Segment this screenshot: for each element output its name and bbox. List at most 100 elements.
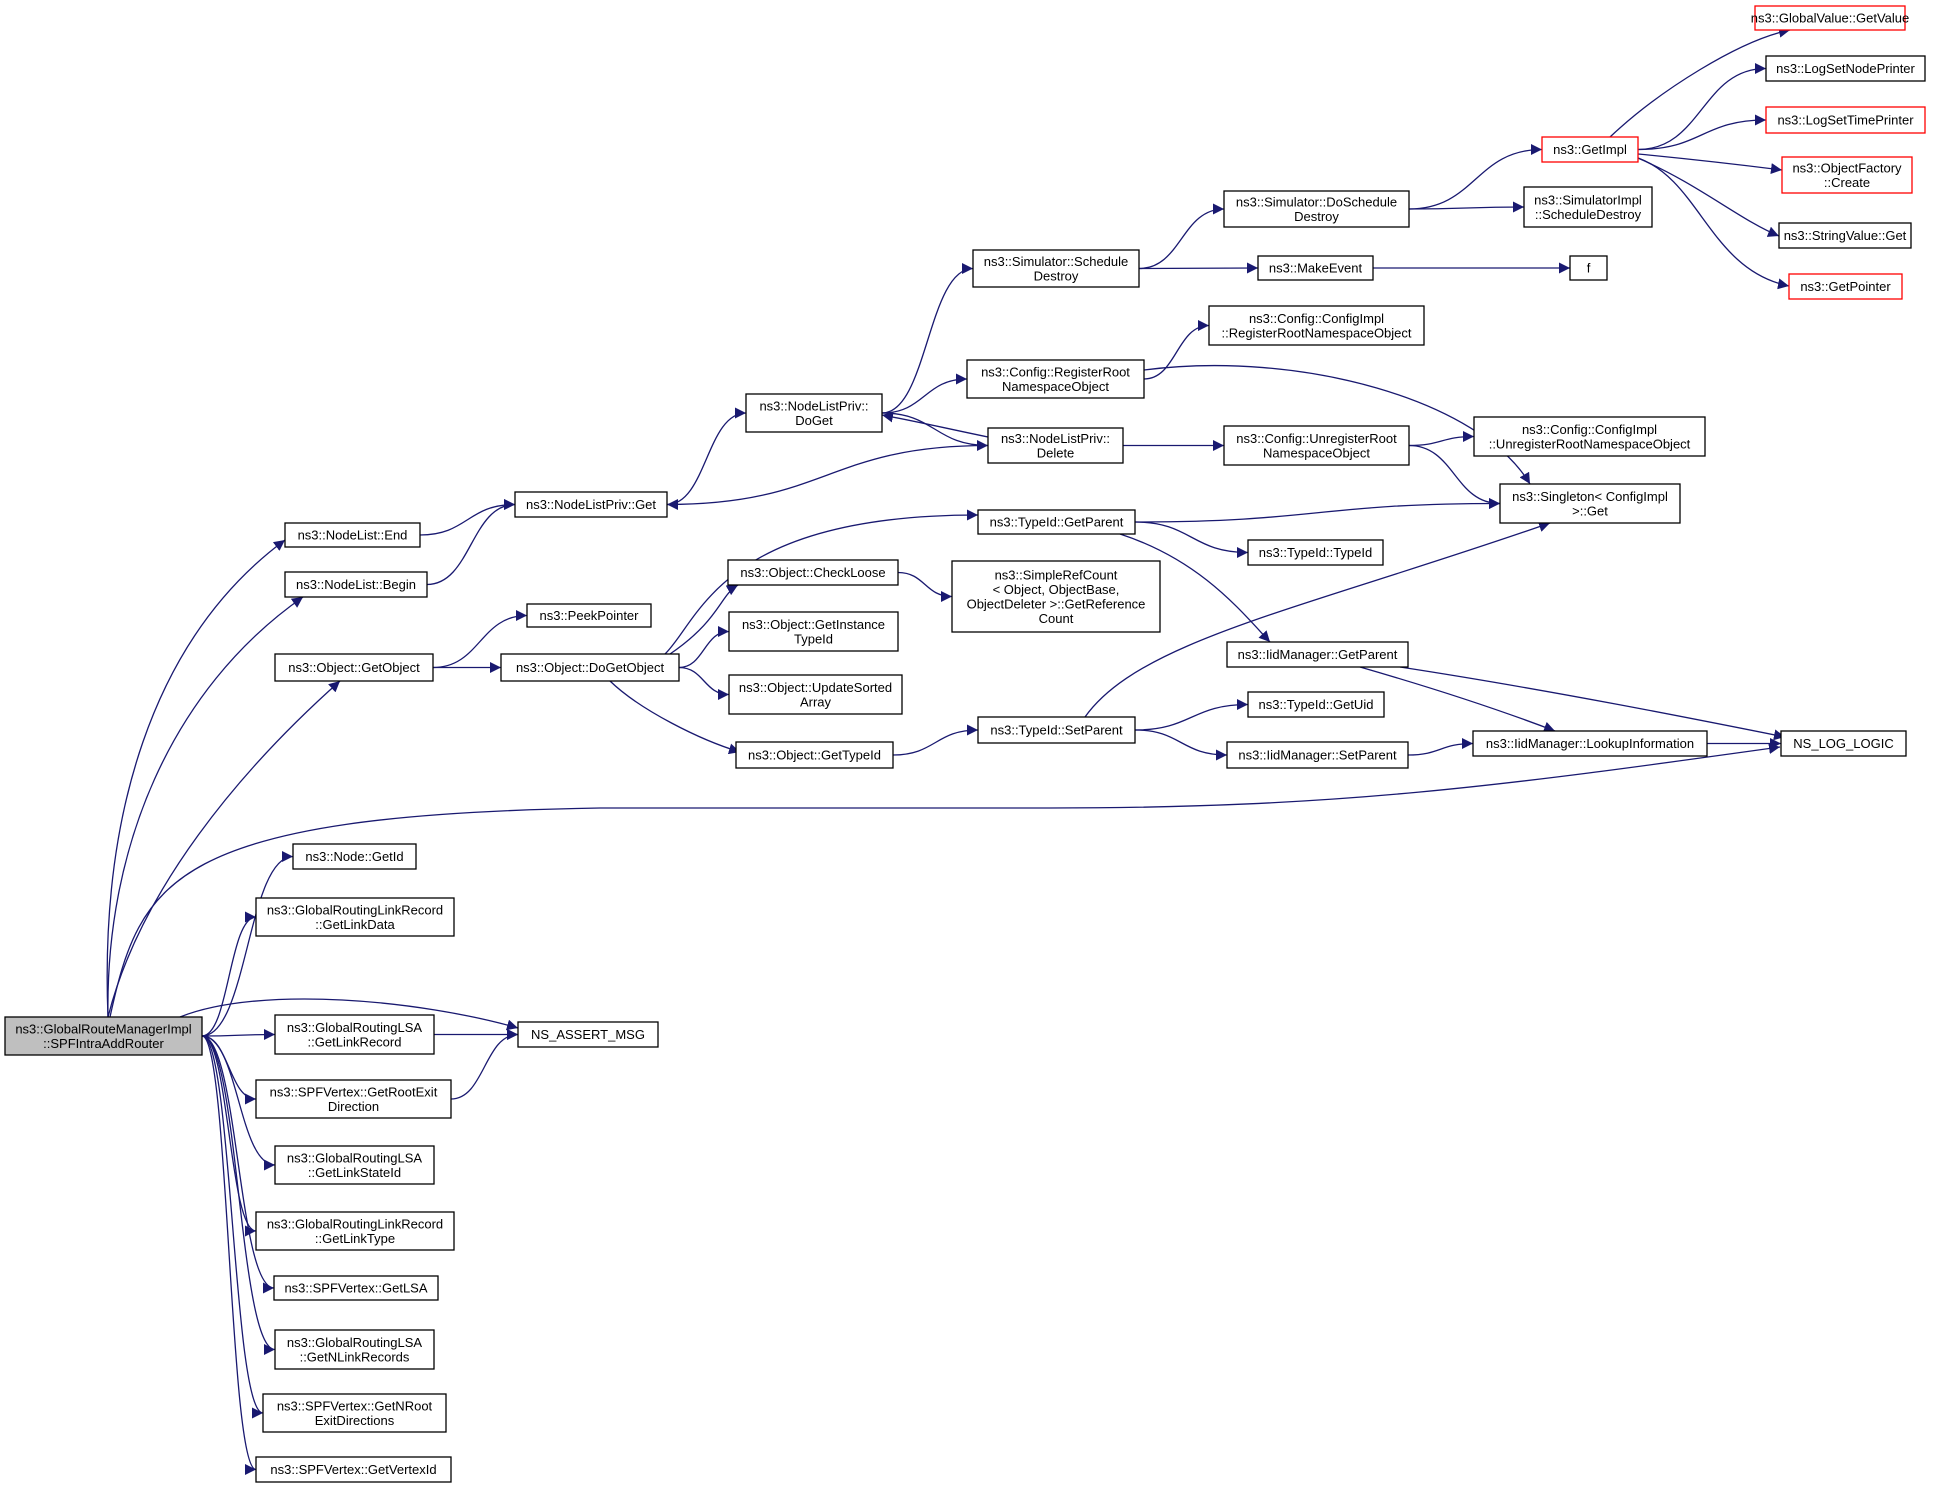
node-lsa-getlinkstateid[interactable]: ns3::GlobalRoutingLSA::GetLinkStateId <box>274 1145 435 1185</box>
edge-line <box>1408 431 1475 447</box>
node-label: ns3::StringValue::Get <box>1784 228 1907 243</box>
edge-line <box>201 1035 275 1294</box>
node-label: ns3::Object::GetInstance <box>742 617 885 632</box>
edge-line <box>201 1029 276 1041</box>
node-ns-assert-msg[interactable]: NS_ASSERT_MSG <box>517 1021 659 1048</box>
edge-root-to-ns_assert_msg <box>179 998 519 1031</box>
node-box <box>514 491 668 518</box>
node-config-unregister[interactable]: ns3::Config::UnregisterRootNamespaceObje… <box>1223 425 1410 466</box>
node-configimpl-register[interactable]: ns3::Config::ConfigImpl::RegisterRootNam… <box>1208 305 1425 346</box>
node-nodelist-begin[interactable]: ns3::NodeList::Begin <box>284 571 428 598</box>
node-singleton-get[interactable]: ns3::Singleton< ConfigImpl>::Get <box>1499 483 1681 524</box>
node-label: ns3::TypeId::SetParent <box>990 723 1123 738</box>
node-typeid-typeid[interactable]: ns3::TypeId::TypeId <box>1247 539 1384 566</box>
node-box <box>728 674 903 715</box>
edge-object_dogetobject-to-object_updatesortedarray <box>678 666 730 700</box>
edge-line <box>1399 666 1786 741</box>
node-object-checkloose[interactable]: ns3::Object::CheckLoose <box>727 559 899 586</box>
node-root[interactable]: ns3::GlobalRouteManagerImpl::SPFIntraAdd… <box>4 1016 203 1056</box>
node-nodelistpriv-get[interactable]: ns3::NodeListPriv::Get <box>514 491 668 518</box>
node-box <box>1223 425 1410 466</box>
node-iidmanager-lookup[interactable]: ns3::IidManager::LookupInformation <box>1472 730 1708 757</box>
node-box <box>951 560 1161 633</box>
node-label: TypeId <box>794 631 833 646</box>
node-nodelist-end[interactable]: ns3::NodeList::End <box>284 522 421 548</box>
node-node-getid[interactable]: ns3::Node::GetId <box>292 843 417 870</box>
node-box <box>977 716 1136 744</box>
node-logsettimeprinter[interactable]: ns3::LogSetTimePrinter <box>1765 106 1926 134</box>
node-configimpl-unregister[interactable]: ns3::Config::ConfigImpl::UnregisterRootN… <box>1473 416 1706 457</box>
node-typeid-setparent[interactable]: ns3::TypeId::SetParent <box>977 716 1136 744</box>
node-nodelistpriv-doget[interactable]: ns3::NodeListPriv::DoGet <box>745 393 883 433</box>
node-iidmanager-setparent[interactable]: ns3::IidManager::SetParent <box>1226 741 1409 769</box>
node-label: ns3::Object::GetObject <box>288 660 420 675</box>
node-spf-getlsa[interactable]: ns3::SPFVertex::GetLSA <box>273 1275 439 1301</box>
node-label: Array <box>800 694 832 709</box>
node-getpointer[interactable]: ns3::GetPointer <box>1788 273 1903 300</box>
edge-iidmanager_setparent-to-iidmanager_lookup <box>1407 738 1474 756</box>
node-simimpl-scheduledestroy[interactable]: ns3::SimulatorImpl::ScheduleDestroy <box>1523 186 1653 228</box>
node-box <box>1473 416 1706 457</box>
node-label: ns3::SPFVertex::GetVertexId <box>270 1462 436 1477</box>
node-label: ns3::Object::GetTypeId <box>748 748 881 763</box>
node-linkrecord-getlinktype[interactable]: ns3::GlobalRoutingLinkRecord::GetLinkTyp… <box>255 1211 455 1251</box>
edge-line <box>1407 738 1474 756</box>
node-typeid-getuid[interactable]: ns3::TypeId::GetUid <box>1247 691 1385 718</box>
edge-line <box>1134 699 1249 731</box>
node-box <box>745 393 883 433</box>
edge-nodelist_begin-to-nodelistpriv_get <box>426 499 516 586</box>
node-f[interactable]: f <box>1569 255 1608 281</box>
edge-line <box>107 680 341 1018</box>
node-typeid-getparent[interactable]: ns3::TypeId::GetParent <box>977 509 1136 535</box>
node-label: NamespaceObject <box>1002 379 1109 394</box>
edge-line <box>1408 444 1501 509</box>
node-spf-getvertexid[interactable]: ns3::SPFVertex::GetVertexId <box>255 1456 452 1483</box>
node-simplerefcount[interactable]: ns3::SimpleRefCount< Object, ObjectBase,… <box>951 560 1161 633</box>
edge-line <box>1143 364 1531 485</box>
node-config-register[interactable]: ns3::Config::RegisterRootNamespaceObject <box>966 359 1145 399</box>
edges-layer <box>106 26 1791 1475</box>
edge-object_gettypeid-to-typeid_setparent <box>892 724 979 756</box>
node-box <box>255 1456 452 1483</box>
node-peekpointer[interactable]: ns3::PeekPointer <box>526 603 652 628</box>
node-nodelistpriv-delete[interactable]: ns3::NodeListPriv::Delete <box>987 427 1124 464</box>
node-label: ObjectDeleter >::GetReference <box>967 596 1146 611</box>
node-label: ns3::SPFVertex::GetLSA <box>284 1281 427 1296</box>
node-object-dogetobject[interactable]: ns3::Object::DoGetObject <box>500 653 680 682</box>
node-label: ns3::Simulator::Schedule <box>984 254 1129 269</box>
edge-line <box>609 680 741 755</box>
node-box <box>1569 255 1608 281</box>
node-box <box>1523 186 1653 228</box>
edge-line <box>1138 262 1259 274</box>
node-globalvalue-getvalue[interactable]: ns3::GlobalValue::GetValue <box>1751 5 1910 31</box>
node-ns-log-logic[interactable]: NS_LOG_LOGIC <box>1780 730 1907 757</box>
node-linkrecord-getlinkdata[interactable]: ns3::GlobalRoutingLinkRecord::GetLinkDat… <box>255 897 455 937</box>
edge-line <box>669 584 739 655</box>
node-stringvalue-get[interactable]: ns3::StringValue::Get <box>1778 222 1912 249</box>
node-objectfactory-create[interactable]: ns3::ObjectFactory::Create <box>1781 156 1913 194</box>
node-sim-schedule-destroy[interactable]: ns3::Simulator::ScheduleDestroy <box>972 249 1140 288</box>
node-label: ns3::SimpleRefCount <box>995 567 1118 582</box>
node-label: ::GetLinkData <box>315 917 395 932</box>
node-label: ns3::NodeListPriv::Get <box>526 497 656 512</box>
edge-sim_schedule_destroy-to-makeevent <box>1138 262 1259 274</box>
node-makeevent[interactable]: ns3::MakeEvent <box>1257 255 1374 281</box>
node-getimpl[interactable]: ns3::GetImpl <box>1541 136 1639 163</box>
node-logsetnodeprinter[interactable]: ns3::LogSetNodePrinter <box>1765 55 1926 82</box>
node-label: Count <box>1039 611 1074 626</box>
node-lsa-getlinkrecord[interactable]: ns3::GlobalRoutingLSA::GetLinkRecord <box>274 1014 435 1055</box>
node-iidmanager-getparent[interactable]: ns3::IidManager::GetParent <box>1226 641 1409 668</box>
node-box <box>1499 483 1681 524</box>
node-lsa-getnlinkrecords[interactable]: ns3::GlobalRoutingLSA::GetNLinkRecords <box>274 1329 435 1370</box>
edge-line <box>881 411 989 438</box>
edge-line <box>1408 201 1525 213</box>
node-object-gettypeid[interactable]: ns3::Object::GetTypeId <box>735 741 894 769</box>
node-box <box>255 897 455 937</box>
node-object-getobject[interactable]: ns3::Object::GetObject <box>274 653 434 682</box>
node-label: NamespaceObject <box>1263 445 1370 460</box>
